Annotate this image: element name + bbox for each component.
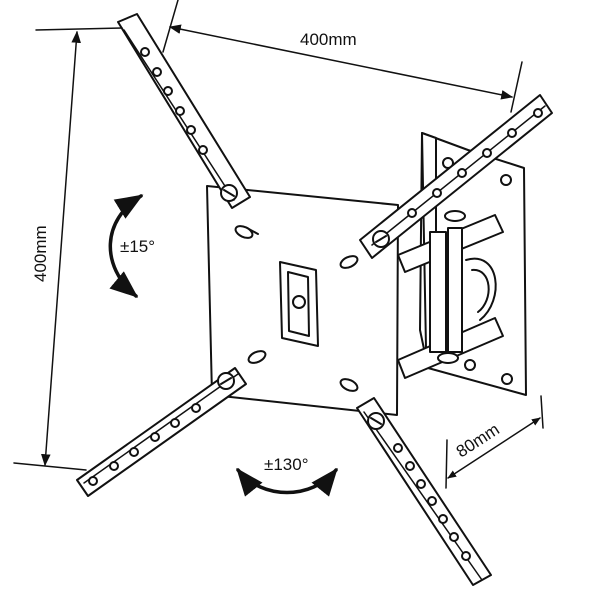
width-label: 400mm — [300, 30, 357, 49]
mounting-arm-top-left — [117, 13, 251, 209]
mounting-arm-bottom-right — [356, 397, 492, 586]
swivel-arm — [397, 210, 504, 379]
mounting-arm-bottom-left — [76, 367, 247, 497]
height-label: 400mm — [31, 225, 50, 282]
height-dimension: 400mm — [13, 27, 123, 471]
depth-label: 80mm — [453, 420, 503, 462]
depth-dimension: 80mm — [445, 395, 544, 489]
tilt-label: ±15° — [120, 237, 155, 256]
swivel-indicator: ±130° — [236, 455, 338, 497]
swivel-label: ±130° — [264, 455, 309, 474]
tilt-indicator: ±15° — [108, 194, 155, 298]
mounting-arm-top-right — [359, 94, 553, 259]
tv-plate — [206, 185, 399, 416]
width-dimension: 400mm — [162, 0, 523, 113]
